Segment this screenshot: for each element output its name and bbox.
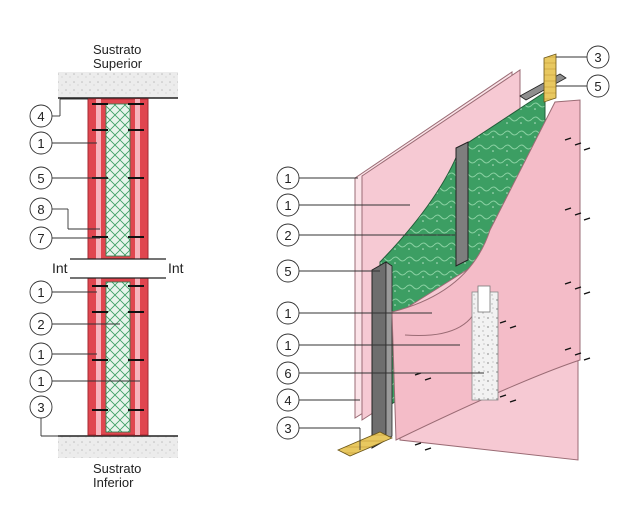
svg-text:1: 1 [284,198,291,213]
svg-text:8: 8 [37,202,44,217]
svg-text:1: 1 [284,306,291,321]
top-substrate-label: Sustrato Superior [93,42,143,71]
svg-text:1: 1 [37,374,44,389]
svg-text:2: 2 [284,228,291,243]
screw-marks [414,137,591,451]
svg-text:1: 1 [284,338,291,353]
svg-text:1: 1 [284,171,291,186]
svg-text:1: 1 [37,347,44,362]
svg-text:5: 5 [37,171,44,186]
svg-text:3: 3 [284,421,291,436]
isometric-view: 1 1 2 5 1 1 6 4 3 3 5 [276,45,610,461]
bottom-substrate-label: Sustrato Inferior [93,461,142,490]
svg-text:6: 6 [284,366,291,381]
svg-text:1: 1 [37,285,44,300]
svg-text:4: 4 [37,109,44,124]
svg-text:1: 1 [37,136,44,151]
section-view: Int Int [29,72,184,458]
top-substrate-slab [58,72,178,98]
section-callouts [29,98,140,437]
section-callout-numbers: 4 1 5 8 7 1 2 1 1 3 [37,109,44,415]
interior-label-right: Int [168,260,184,276]
interior-label-left: Int [52,260,68,276]
svg-text:5: 5 [284,264,291,279]
steel-stud [371,261,387,449]
svg-text:3: 3 [37,400,44,415]
bottom-substrate-slab [58,436,178,458]
svg-text:5: 5 [594,79,601,94]
bottom-track [337,431,393,457]
svg-text:4: 4 [284,393,291,408]
svg-text:3: 3 [594,50,601,65]
wall-lower [87,277,149,436]
svg-text:7: 7 [37,231,44,246]
top-track [543,53,557,103]
iso-callout-numbers: 1 1 2 5 1 1 6 4 3 3 5 [284,50,601,436]
board-front-1 [391,99,581,441]
svg-text:2: 2 [37,317,44,332]
iso-callouts [276,45,610,450]
